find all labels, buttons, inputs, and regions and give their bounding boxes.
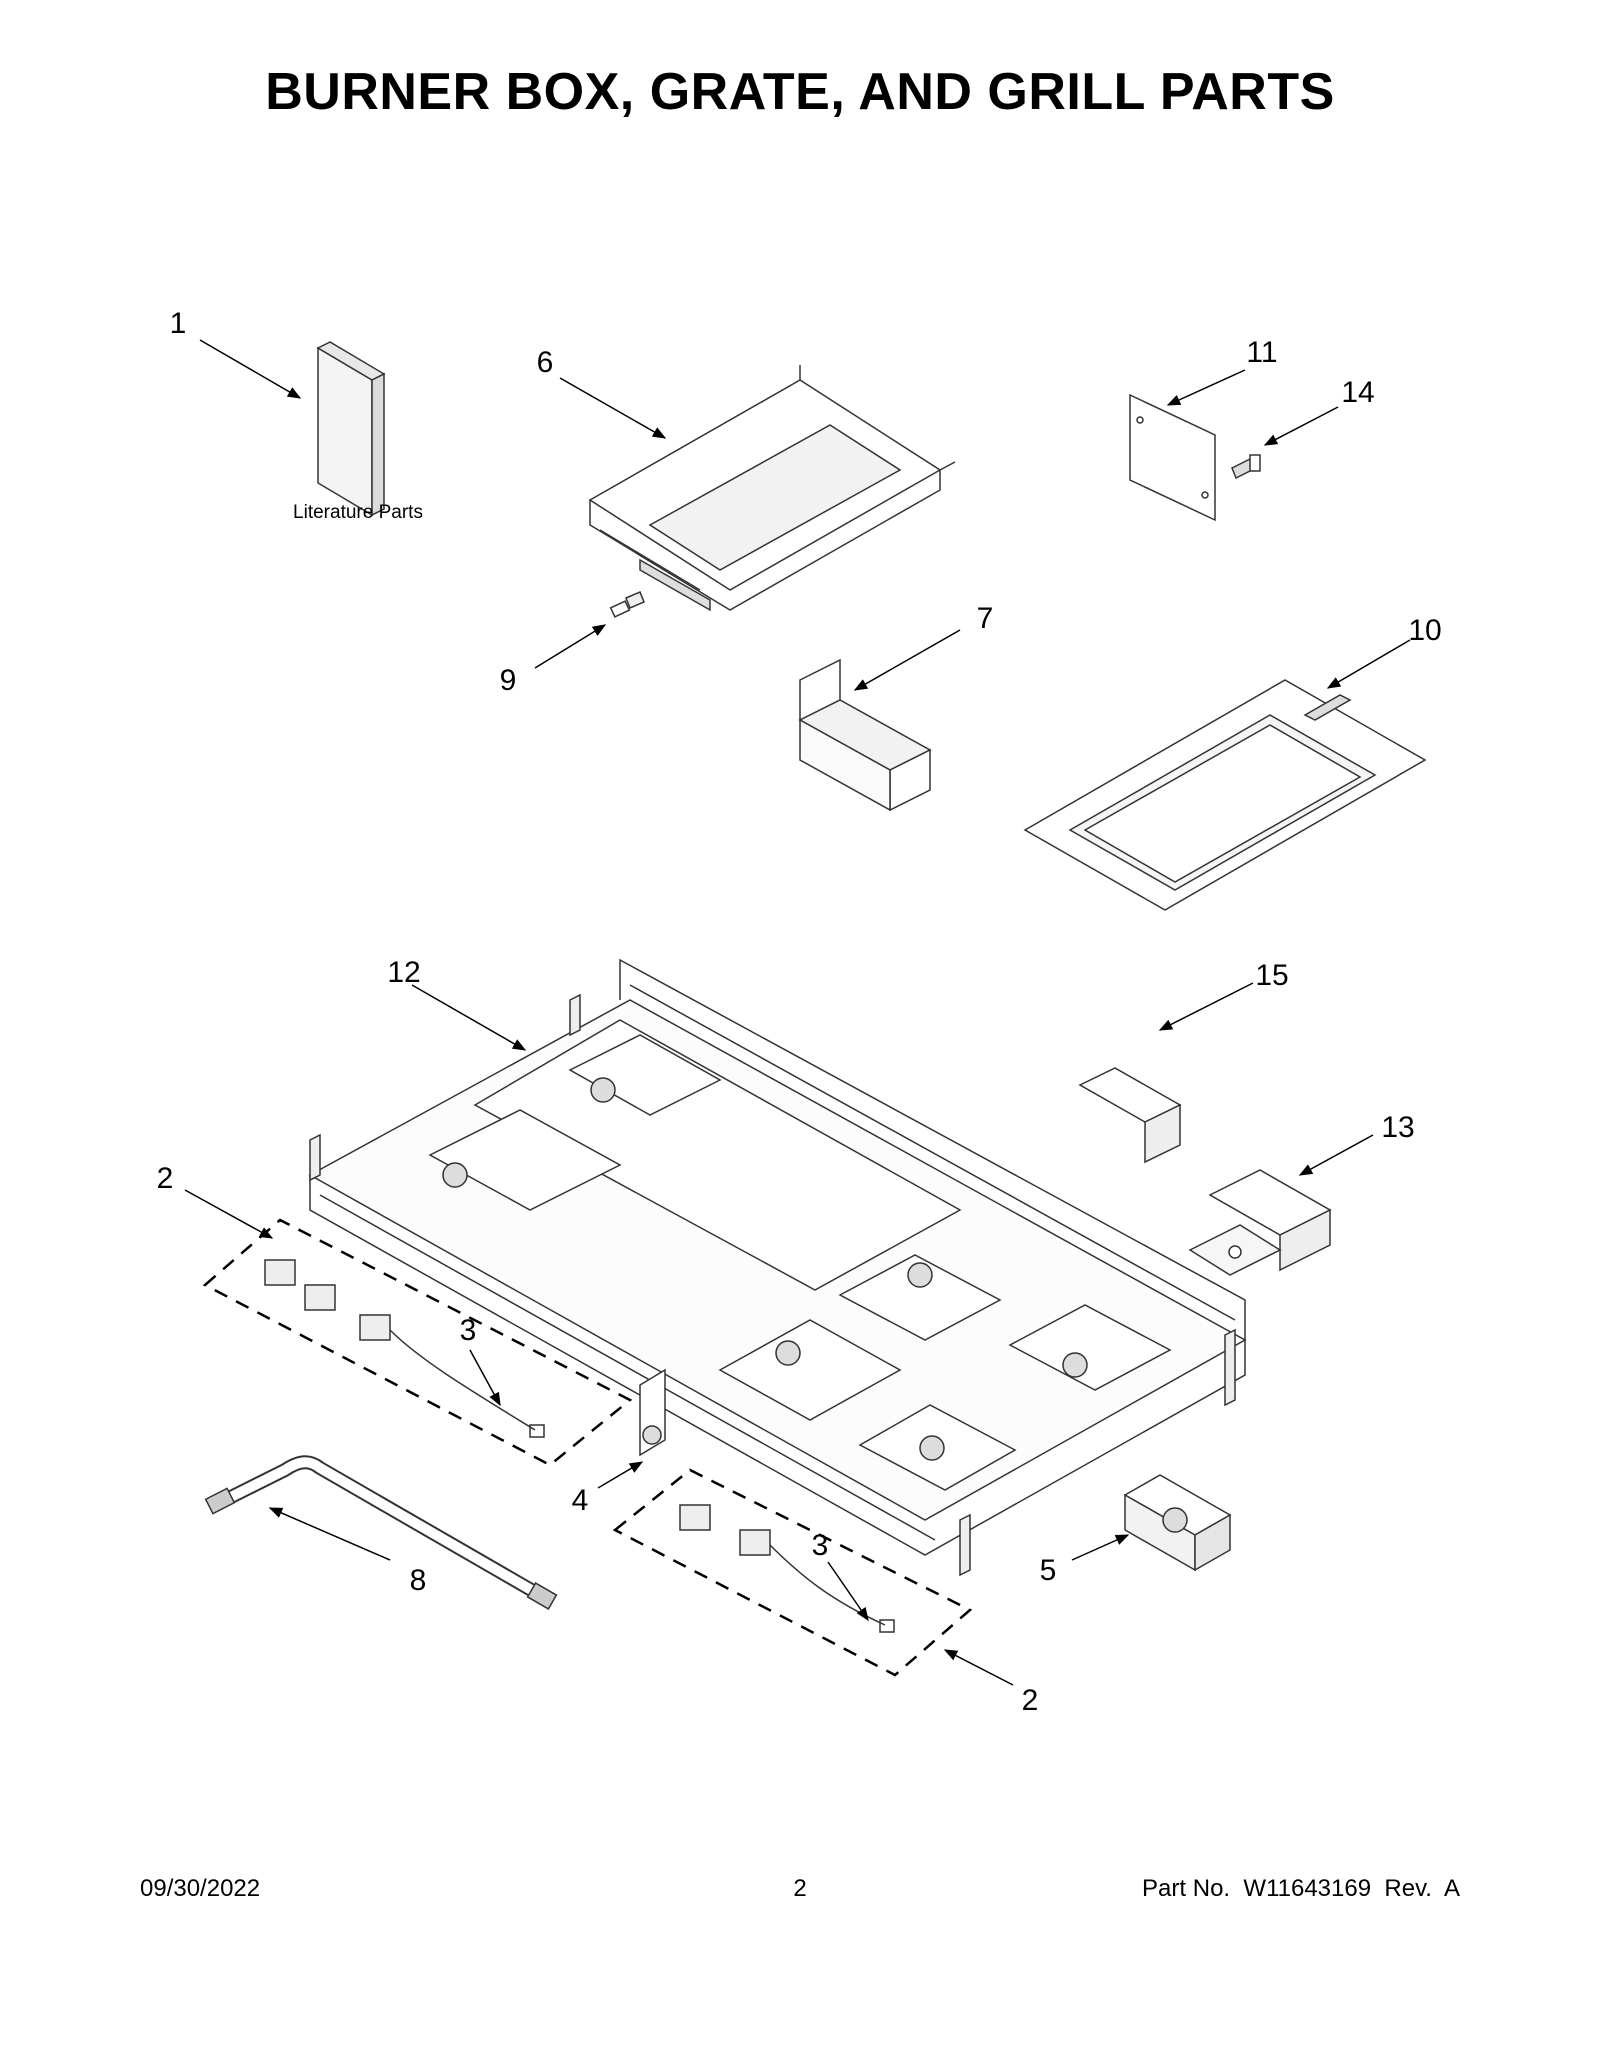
callout-2: 2	[1022, 1684, 1039, 1717]
callout-14: 14	[1341, 376, 1374, 409]
bracket-illustration	[1078, 1067, 1182, 1164]
cover-plate-illustration	[1129, 393, 1216, 522]
igniter-module-illustration	[1123, 1474, 1232, 1572]
bracket-illustration	[1188, 1169, 1332, 1276]
leader-15	[1158, 982, 1254, 1031]
callout-4: 4	[572, 1484, 589, 1517]
callout-leaders	[184, 339, 1411, 1686]
burner-valves-illustration	[442, 1077, 1088, 1461]
leader-5	[1071, 1534, 1130, 1561]
callout-8: 8	[410, 1564, 427, 1597]
callout-6: 6	[537, 346, 554, 379]
callout-9: 9	[500, 664, 517, 697]
leader-6	[559, 377, 667, 439]
callout-5: 5	[1040, 1554, 1057, 1587]
drip-tray-illustration	[588, 365, 956, 612]
orifice-illustration	[639, 1368, 666, 1457]
leader-3a	[469, 1349, 501, 1407]
leader-4	[597, 1461, 644, 1489]
footer-date: 09/30/2022	[140, 1875, 261, 1902]
callout-7: 7	[977, 602, 994, 635]
callout-13: 13	[1381, 1111, 1414, 1144]
callout-3: 3	[812, 1529, 829, 1562]
gas-tube-illustration	[204, 1455, 558, 1610]
leader-13	[1298, 1134, 1374, 1176]
burner-box-illustration	[308, 958, 1247, 1577]
callout-2: 2	[157, 1162, 174, 1195]
bracket-illustration	[798, 658, 932, 812]
valve-manifold-illustration	[202, 1218, 633, 1467]
literature-parts-caption: Literature Parts	[293, 502, 423, 523]
screw-illustration	[1231, 454, 1261, 480]
screw-illustration	[609, 591, 645, 618]
literature-parts-illustration	[316, 341, 386, 517]
footer-part-number: Part No. W11643169 Rev. A	[1142, 1875, 1460, 1902]
leader-8	[268, 1507, 391, 1561]
leader-10	[1326, 639, 1411, 689]
callout-15: 15	[1255, 959, 1288, 992]
leader-2b	[943, 1649, 1014, 1686]
leader-1	[199, 339, 302, 399]
callout-10: 10	[1408, 614, 1441, 647]
leader-2a	[184, 1189, 274, 1239]
callout-3: 3	[460, 1314, 477, 1347]
leader-3b	[827, 1561, 869, 1622]
leader-7	[853, 629, 961, 691]
callout-12: 12	[387, 956, 420, 989]
callout-11: 11	[1246, 336, 1277, 369]
page-title: BURNER BOX, GRATE, AND GRILL PARTS	[265, 63, 1335, 121]
leader-14	[1263, 406, 1339, 446]
callout-1: 1	[170, 307, 187, 340]
leader-11	[1166, 369, 1246, 406]
leader-9	[534, 624, 607, 669]
footer-page-number: 2	[793, 1875, 807, 1902]
leader-12	[411, 984, 527, 1051]
griddle-illustration	[1023, 679, 1427, 911]
